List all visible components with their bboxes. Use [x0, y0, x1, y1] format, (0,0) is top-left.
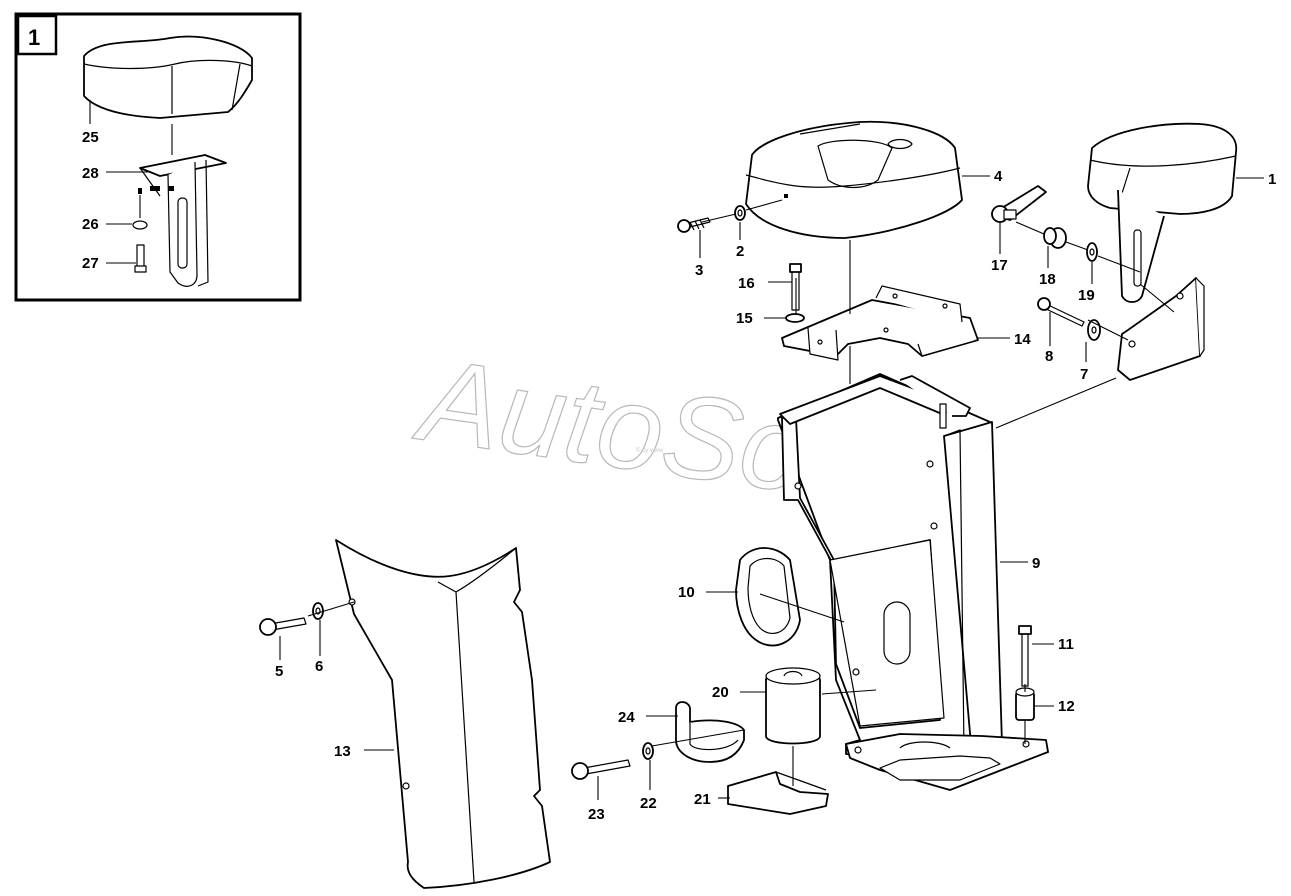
callout-numbers: 1 2 3 4 5 6 7 8 9 10 11 12 13 14 15 16 1…: [275, 168, 1276, 823]
callout-22: 22: [640, 795, 657, 812]
inset-number: 1: [28, 25, 40, 50]
part-12-spacer: [1015, 687, 1035, 721]
inset-callout-28: 28: [82, 165, 99, 182]
part-14-mounting-plate: [781, 285, 979, 361]
callout-8: 8: [1045, 348, 1053, 365]
callout-12: 12: [1058, 698, 1075, 715]
watermark-small-text: © by www: [636, 447, 664, 454]
callout-5: 5: [275, 663, 283, 680]
callout-leaders: [279, 175, 1264, 800]
callout-23: 23: [588, 806, 605, 823]
part-15-washer: [785, 313, 805, 323]
callout-11: 11: [1058, 636, 1074, 653]
part-3-screw: [677, 217, 711, 233]
callout-14: 14: [1014, 331, 1031, 348]
callout-3: 3: [695, 262, 703, 279]
callout-10: 10: [678, 584, 695, 601]
callout-21: 21: [694, 791, 711, 808]
inset-bracket: [138, 154, 227, 287]
callout-20: 20: [712, 684, 729, 701]
callout-1: 1: [1268, 171, 1276, 188]
part-4-top-cover: [745, 120, 963, 239]
inset-detail: 1 25: [14, 12, 302, 302]
callout-19: 19: [1078, 287, 1095, 304]
part-5-bolt: [259, 617, 307, 636]
callout-17: 17: [991, 257, 1008, 274]
inset-armrest-cushion: [83, 35, 253, 119]
inset-callout-25: 25: [82, 129, 99, 146]
part-1-armrest: [1087, 122, 1238, 303]
inset-washer: [132, 220, 148, 230]
callout-13: 13: [334, 743, 351, 760]
part-11-bolt: [1018, 625, 1032, 687]
part-18-bushing: [1043, 227, 1067, 249]
callout-16: 16: [738, 275, 755, 292]
part-8-bolt: [1037, 297, 1085, 327]
callout-2: 2: [736, 243, 744, 260]
inset-number-box: [16, 14, 58, 56]
callout-24: 24: [618, 709, 635, 726]
callout-9: 9: [1032, 555, 1040, 572]
assembly-lines: [307, 199, 1175, 786]
inset-callout-26: 26: [82, 216, 99, 233]
part-17-lever: [991, 185, 1047, 223]
part-9-console-frame: [777, 373, 1049, 791]
part-21-plate: [727, 771, 829, 815]
part-13-front-cover: [335, 539, 551, 889]
callout-6: 6: [315, 658, 323, 675]
part-20-bushing: [765, 667, 821, 745]
callout-7: 7: [1080, 366, 1088, 383]
callout-18: 18: [1039, 271, 1056, 288]
inset-callout-27: 27: [82, 255, 99, 272]
part-23-bolt: [571, 759, 631, 780]
callout-4: 4: [994, 168, 1003, 185]
armrest-bracket: [1117, 277, 1205, 381]
inset-bolt: [134, 244, 147, 273]
callout-15: 15: [736, 310, 753, 327]
